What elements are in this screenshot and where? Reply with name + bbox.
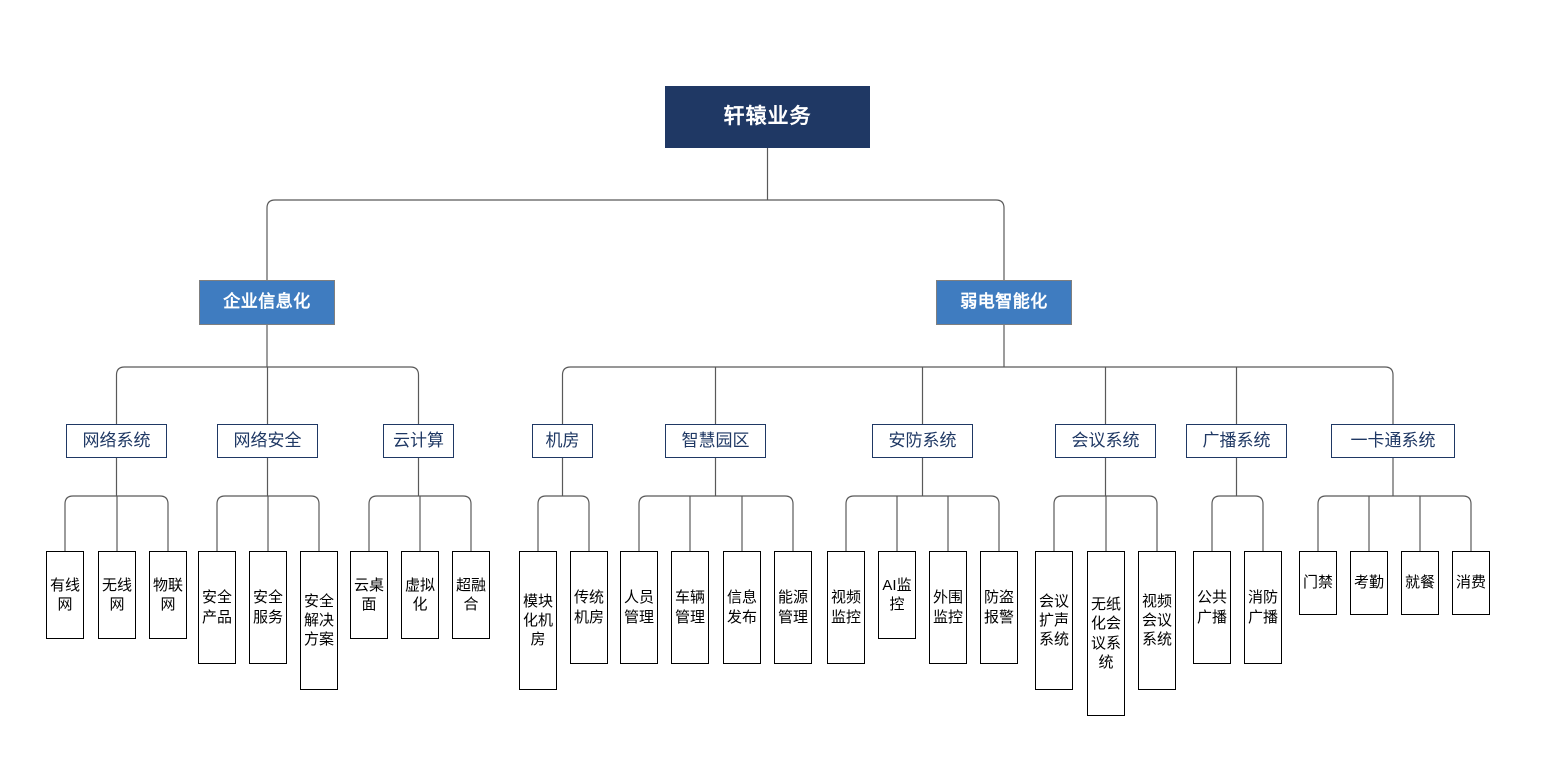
node-level1-1[interactable]: 弱电智能化	[936, 280, 1072, 325]
connector	[64, 495, 169, 551]
node-leaf-12[interactable]: 车辆管理	[671, 551, 709, 664]
connector	[1053, 495, 1158, 551]
node-level1-0[interactable]: 企业信息化	[199, 280, 335, 325]
connector	[266, 199, 1005, 280]
node-level2-3[interactable]: 机房	[532, 424, 593, 458]
connector	[537, 495, 590, 551]
node-leaf-18[interactable]: 防盗报警	[980, 551, 1018, 664]
node-leaf-5[interactable]: 安全解决方案	[300, 551, 338, 690]
node-leaf-4[interactable]: 安全服务	[249, 551, 287, 664]
connector	[561, 366, 1394, 424]
node-leaf-6[interactable]: 云桌面	[350, 551, 388, 639]
node-level2-1[interactable]: 网络安全	[217, 424, 318, 458]
node-leaf-2[interactable]: 物联网	[149, 551, 187, 639]
node-level2-8[interactable]: 一卡通系统	[1331, 424, 1455, 458]
node-leaf-8[interactable]: 超融合	[452, 551, 490, 639]
connector	[216, 495, 320, 551]
node-leaf-25[interactable]: 考勤	[1350, 551, 1388, 615]
node-leaf-9[interactable]: 模块化机房	[519, 551, 557, 690]
node-leaf-0[interactable]: 有线网	[46, 551, 84, 639]
node-leaf-26[interactable]: 就餐	[1401, 551, 1439, 615]
node-leaf-7[interactable]: 虚拟化	[401, 551, 439, 639]
connector	[1317, 495, 1472, 551]
node-leaf-3[interactable]: 安全产品	[198, 551, 236, 664]
connector	[638, 495, 794, 551]
connector	[1211, 495, 1264, 551]
node-leaf-17[interactable]: 外围监控	[929, 551, 967, 664]
node-leaf-1[interactable]: 无线网	[98, 551, 136, 639]
node-leaf-10[interactable]: 传统机房	[570, 551, 608, 664]
node-leaf-21[interactable]: 视频会议系统	[1138, 551, 1176, 690]
node-leaf-15[interactable]: 视频监控	[827, 551, 865, 664]
node-leaf-16[interactable]: AI监控	[878, 551, 916, 639]
node-leaf-27[interactable]: 消费	[1452, 551, 1490, 615]
node-leaf-11[interactable]: 人员管理	[620, 551, 658, 664]
node-leaf-24[interactable]: 门禁	[1299, 551, 1337, 615]
node-level2-6[interactable]: 会议系统	[1055, 424, 1156, 458]
node-leaf-14[interactable]: 能源管理	[774, 551, 812, 664]
connector	[845, 495, 1000, 551]
node-level2-5[interactable]: 安防系统	[872, 424, 973, 458]
node-leaf-23[interactable]: 消防广播	[1244, 551, 1282, 664]
node-level2-7[interactable]: 广播系统	[1186, 424, 1287, 458]
node-level2-0[interactable]: 网络系统	[66, 424, 167, 458]
node-level2-4[interactable]: 智慧园区	[665, 424, 766, 458]
connector	[368, 495, 472, 551]
node-root[interactable]: 轩辕业务	[665, 86, 870, 148]
node-leaf-13[interactable]: 信息发布	[723, 551, 761, 664]
node-leaf-20[interactable]: 无纸化会议系统	[1087, 551, 1125, 716]
node-leaf-22[interactable]: 公共广播	[1193, 551, 1231, 664]
node-leaf-19[interactable]: 会议扩声系统	[1035, 551, 1073, 690]
connector	[115, 366, 420, 424]
node-level2-2[interactable]: 云计算	[383, 424, 454, 458]
